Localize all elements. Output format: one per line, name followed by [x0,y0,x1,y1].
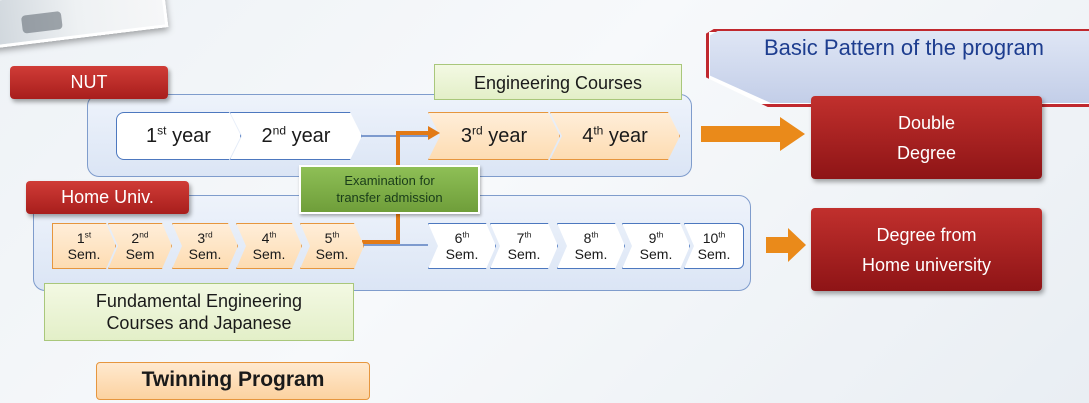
year-3-step: 3rd year [428,112,560,160]
double-degree-line-2: Degree [896,142,957,163]
home-degree-line-2: Home university [861,254,992,275]
year-2-step: 2nd year [230,112,362,160]
home-univ-label: Home Univ. [26,181,189,214]
title-background [710,31,1089,103]
page-title: Basic Pattern of the program [763,35,1045,60]
home-degree-box: Degree from Home university [811,208,1042,291]
exam-line-2: transfer admission [336,190,443,205]
twinning-program-label: Twinning Program [96,362,370,400]
double-degree-line-1: Double [897,112,956,133]
home-degree-line-1: Degree from [876,224,977,245]
engineering-courses-label: Engineering Courses [434,64,682,100]
double-degree-box: Double Degree [811,96,1042,179]
nut-label: NUT [10,66,168,99]
fundamental-courses-label: Fundamental Engineering Courses and Japa… [44,283,354,341]
year-1-step: 1st year [116,112,241,160]
exam-box: Examination for transfer admission [299,165,480,214]
exam-line-1: Examination for [344,173,435,188]
fundamental-line-1: Fundamental Engineering [95,291,303,311]
year-4-step: 4th year [550,112,680,160]
fundamental-line-2: Courses and Japanese [106,313,292,333]
